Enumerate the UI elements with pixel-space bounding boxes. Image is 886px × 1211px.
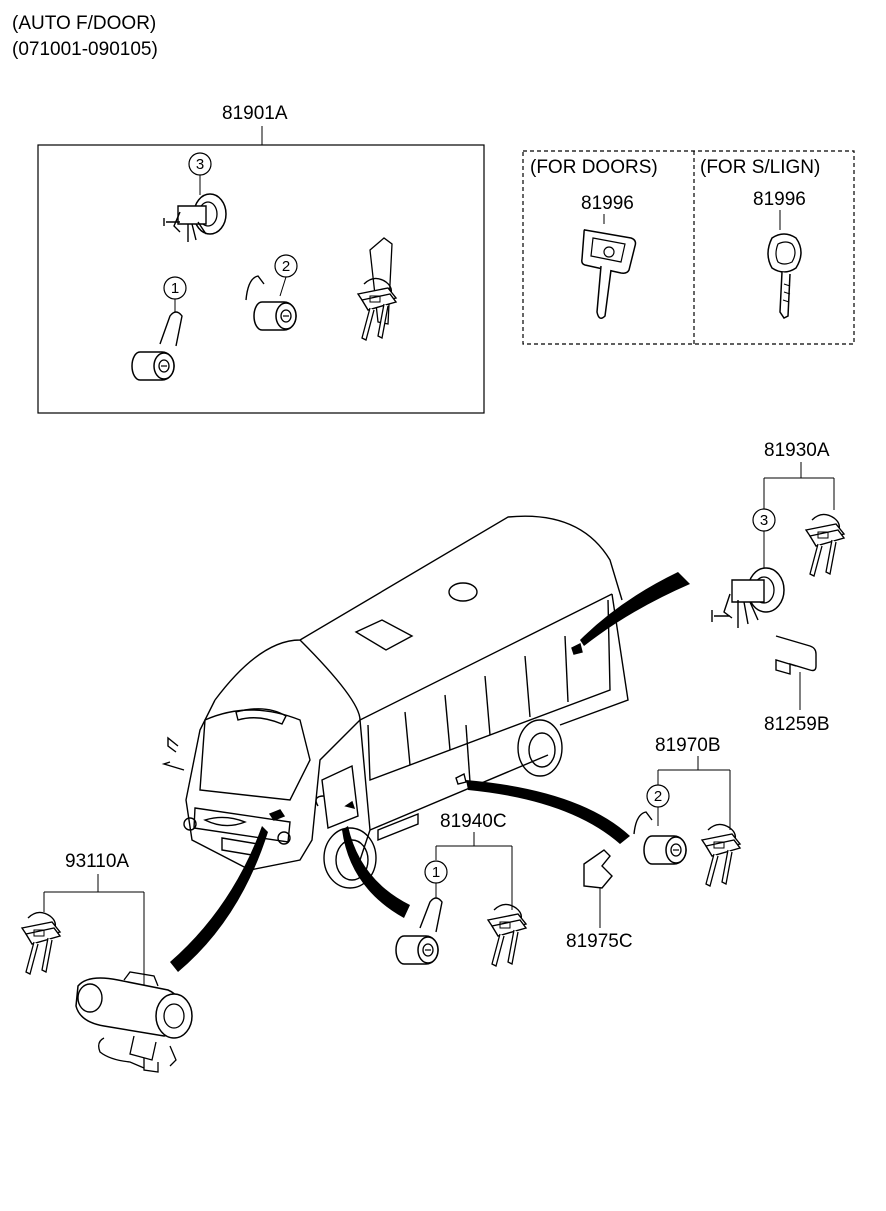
part-label-81975c[interactable]: 81975C (566, 931, 633, 952)
part-label-81930a[interactable]: 81930A (764, 440, 830, 461)
header-line-1: (AUTO F/DOOR) (12, 13, 157, 34)
part-label-81901a[interactable]: 81901A (222, 103, 288, 124)
key-doors-caption: (FOR DOORS) (530, 157, 658, 178)
bus-illustration (161, 515, 629, 889)
front-lock-81940c[interactable] (395, 832, 527, 967)
callout-front-1: 1 (432, 864, 440, 881)
kit-box-81901a[interactable] (37, 126, 485, 414)
part-label-81996-slign[interactable]: 81996 (753, 189, 806, 210)
part-label-81259b[interactable]: 81259B (764, 714, 830, 735)
ignition-93110a[interactable] (21, 874, 193, 1073)
pointer-wedges (170, 572, 690, 972)
key-doors[interactable] (581, 229, 637, 319)
part-label-81970b[interactable]: 81970B (655, 735, 721, 756)
part-label-81996-doors[interactable]: 81996 (581, 193, 634, 214)
rear-lock-81930a[interactable] (711, 462, 845, 710)
slide-lock-81970b[interactable] (583, 756, 741, 928)
callout-kit-2: 2 (282, 258, 290, 275)
header-line-2: (071001-090105) (12, 39, 158, 60)
callout-rear-3: 3 (760, 512, 768, 529)
callout-kit-3: 3 (196, 156, 204, 173)
part-label-81940c[interactable]: 81940C (440, 811, 507, 832)
key-slign-caption: (FOR S/LIGN) (700, 157, 821, 178)
callout-kit-1: 1 (171, 280, 179, 297)
key-box-81996[interactable] (522, 150, 855, 345)
part-label-93110a[interactable]: 93110A (65, 851, 130, 872)
key-slign[interactable] (767, 233, 802, 319)
callout-slide-2: 2 (654, 788, 662, 805)
